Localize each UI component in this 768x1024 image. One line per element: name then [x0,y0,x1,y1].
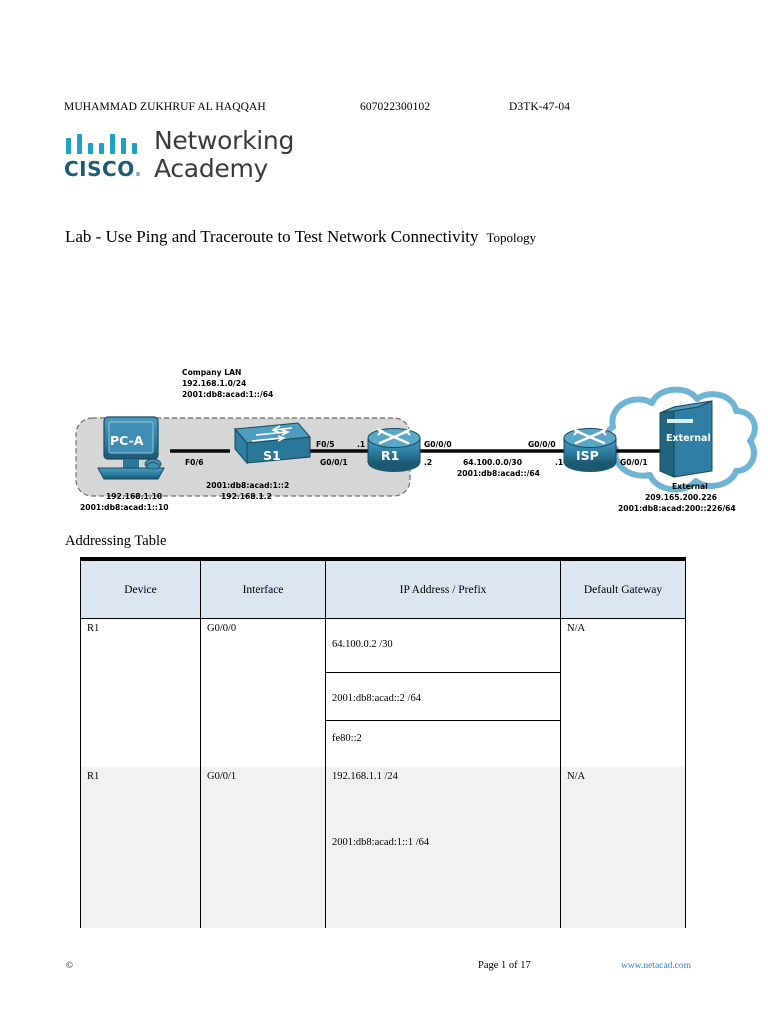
isp-lan-iface-label: G0/0/1 [620,458,648,467]
switch-port-f06-label: F0/6 [185,458,204,467]
switch-ipv6-label: 2001:db8:acad:1::2 [206,481,290,490]
page-title-sub: Topology [486,230,537,245]
addressing-table-header-row: Device Interface IP Address / Prefix Def… [80,557,686,619]
table-row: R1 G0/0/0 64.100.0.2 /30 2001:db8:acad::… [80,618,686,767]
column-header-default-gateway: Default Gateway [560,557,686,619]
external-server-icon [659,400,713,478]
cell-interface: G0/0/0 [200,618,326,767]
cell-ip-addresses: 64.100.0.2 /30 2001:db8:acad::2 /64 fe80… [325,618,561,767]
logo-line-networking: Networking [154,126,295,155]
switch-s1-name-label: S1 [263,448,281,463]
page-title: Lab - Use Ping and Traceroute to Test Ne… [65,227,536,247]
cell-ip-line-3: fe80::2 [332,733,362,744]
cell-ip-line-2: 2001:db8:acad:1::1 /64 [332,837,430,848]
switch-s1-icon [233,422,312,465]
switch-ipv4-label: 192.168.1.2 [221,492,272,501]
column-header-interface: Interface [200,557,326,619]
cell-ip-addresses: 192.168.1.1 /24 2001:db8:acad:1::1 /64 [325,767,561,928]
class-code: D3TK-47-04 [509,101,571,113]
server-ipv4-label: 209.165.200.226 [645,493,718,502]
cell-device: R1 [80,767,201,928]
topology-graphics [75,386,758,497]
cisco-wordmark: CISCO. [64,157,142,181]
cell-ip-line-2: 2001:db8:acad::2 /64 [326,673,560,721]
r1-wan-host-label: .2 [424,458,433,467]
isp-wan-host-label: .1 [555,458,564,467]
company-lan-label-line2: 192.168.1.0/24 [182,379,247,388]
page-title-main: Lab - Use Ping and Traceroute to Test Ne… [65,227,479,246]
document-header-line: MUHAMMAD ZUKHRUF AL HAQQAH 607022300102 … [64,101,704,117]
column-header-device: Device [80,557,201,619]
wan-ipv6-network-label: 2001:db8:acad::/64 [457,469,540,478]
cell-ip-line-1: 64.100.0.2 /30 [326,619,560,673]
pc-a-icon [97,416,165,480]
cisco-bridge-icon [66,134,140,154]
router-r1-name-label: R1 [381,448,400,463]
switch-port-f05-label: F0/5 [316,440,335,449]
isp-cloud-shape [604,386,758,493]
pc-a-name-label: PC-A [110,433,144,448]
server-name-label: External [672,482,708,491]
document-footer: © Page 1 of 17 www.netacad.com [64,960,704,976]
r1-lan-host-label: .1 [357,440,366,449]
cell-ip-line-3 [326,883,560,928]
student-name: MUHAMMAD ZUKHRUF AL HAQQAH [64,101,266,113]
server-ipv6-label: 2001:db8:acad:200::226/64 [618,504,736,513]
isp-wan-iface-label: G0/0/0 [528,440,556,449]
addressing-table: Device Interface IP Address / Prefix Def… [80,557,686,928]
pc-a-ipv4-label: 192.168.1.10 [106,492,163,501]
cell-ip-line-1: 192.168.1.1 /24 [332,771,398,782]
router-r1-icon [367,428,421,472]
company-lan-label-line1: Company LAN [182,368,242,377]
cell-default-gateway: N/A [560,618,686,767]
netacad-link[interactable]: www.netacad.com [621,961,692,971]
student-id: 607022300102 [360,101,431,113]
server-badge-label: External [666,433,711,444]
cell-interface: G0/0/1 [200,767,326,928]
page-number: Page 1 of 17 [478,960,531,971]
company-lan-label-line3: 2001:db8:acad:1::/64 [182,390,274,399]
addressing-table-heading: Addressing Table [65,533,167,549]
router-isp-icon [563,428,617,472]
cisco-wordmark-dot: . [134,157,143,181]
network-topology-diagram: Company LAN 192.168.1.0/24 2001:db8:acad… [60,365,760,535]
table-row: R1 G0/0/1 192.168.1.1 /24 2001:db8:acad:… [80,767,686,928]
copyright-symbol: © [66,960,73,970]
cisco-networking-academy-logo: CISCO. Networking Academy [64,126,364,190]
r1-lan-iface-label: G0/0/1 [320,458,348,467]
wan-ipv4-network-label: 64.100.0.0/30 [463,458,522,467]
cisco-wordmark-text: CISCO [64,157,135,181]
r1-wan-iface-label: G0/0/0 [424,440,452,449]
column-header-ip-address: IP Address / Prefix [325,557,561,619]
logo-line-academy: Academy [154,154,269,183]
pc-a-ipv6-label: 2001:db8:acad:1::10 [80,503,169,512]
cell-default-gateway: N/A [560,767,686,928]
router-isp-name-label: ISP [576,448,599,463]
cell-device: R1 [80,618,201,767]
